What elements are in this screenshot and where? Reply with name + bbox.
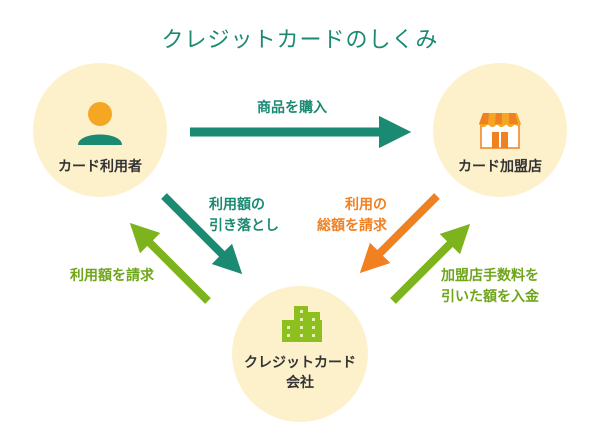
label-payout-line1: 加盟店手数料を <box>441 268 539 284</box>
label-bill-total-line2: 総額を請求 <box>317 218 387 234</box>
node-card-user: カード利用者 <box>33 63 167 197</box>
node-card-company-label-line2: 会社 <box>286 375 314 391</box>
label-bill-total-line1: 利用の <box>345 197 387 213</box>
label-bill-user: 利用額を請求 <box>70 268 154 284</box>
label-debit-line2: 引き落とし <box>209 218 279 234</box>
diagram-title: クレジットカードのしくみ <box>161 28 439 53</box>
node-card-company-label-line1: クレジットカード <box>244 355 356 371</box>
node-merchant: カード加盟店 <box>433 63 567 197</box>
node-card-company: クレジットカード 会社 <box>232 286 368 422</box>
arrow-bill-total <box>359 193 440 274</box>
label-purchase: 商品を購入 <box>257 100 327 116</box>
store-icon <box>479 113 521 149</box>
node-card-user-label: カード利用者 <box>58 159 142 175</box>
label-payout-line2: 引いた額を入金 <box>441 289 539 305</box>
person-icon <box>78 102 122 145</box>
building-icon <box>282 306 322 342</box>
arrow-payout <box>390 223 471 304</box>
node-merchant-label: カード加盟店 <box>458 159 542 175</box>
label-debit-line1: 利用額の <box>209 197 265 213</box>
arrow-bill-user <box>129 222 211 304</box>
arrow-debit <box>161 193 243 275</box>
